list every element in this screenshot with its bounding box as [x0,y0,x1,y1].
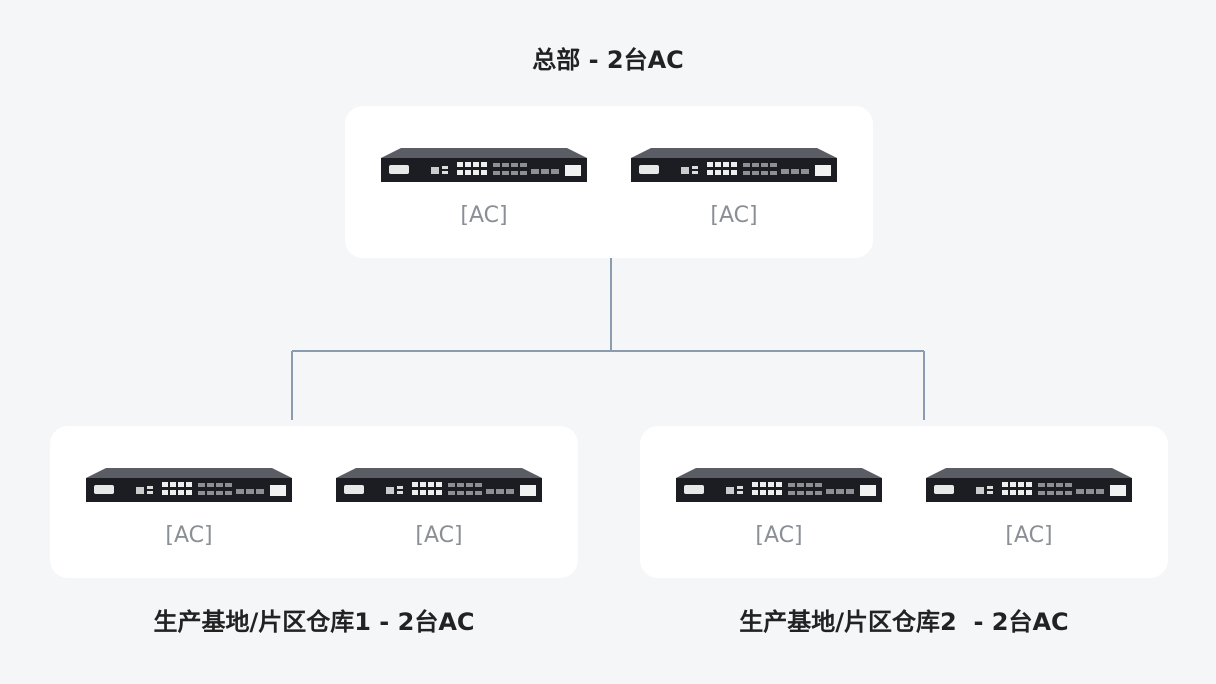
group-title-hq: 总部 - 2台AC [532,46,684,74]
group-title-site1: 生产基地/片区仓库1 - 2台AC [153,608,475,636]
group-panel-site1: [AC] [AC] [50,426,578,578]
ac-controller-icon [336,468,542,502]
device-label: [AC] [415,523,463,548]
group-panel-hq: [AC] [AC] [345,106,873,258]
device-label: [AC] [460,203,508,228]
ac-controller-icon [631,148,837,182]
ac-controller-icon [86,468,292,502]
device-label: [AC] [710,203,758,228]
device-label: [AC] [755,523,803,548]
ac-controller-icon [676,468,882,502]
ac-controller-icon [926,468,1132,502]
ac-device: [AC] [924,466,1134,548]
ac-device: [AC] [84,466,294,548]
ac-controller-icon [381,148,587,182]
ac-device: [AC] [379,146,589,228]
device-label: [AC] [1005,523,1053,548]
group-title-site2: 生产基地/片区仓库2 - 2台AC [739,608,1069,636]
ac-device: [AC] [629,146,839,228]
ac-device: [AC] [674,466,884,548]
ac-device: [AC] [334,466,544,548]
group-panel-site2: [AC] [AC] [640,426,1168,578]
device-label: [AC] [165,523,213,548]
